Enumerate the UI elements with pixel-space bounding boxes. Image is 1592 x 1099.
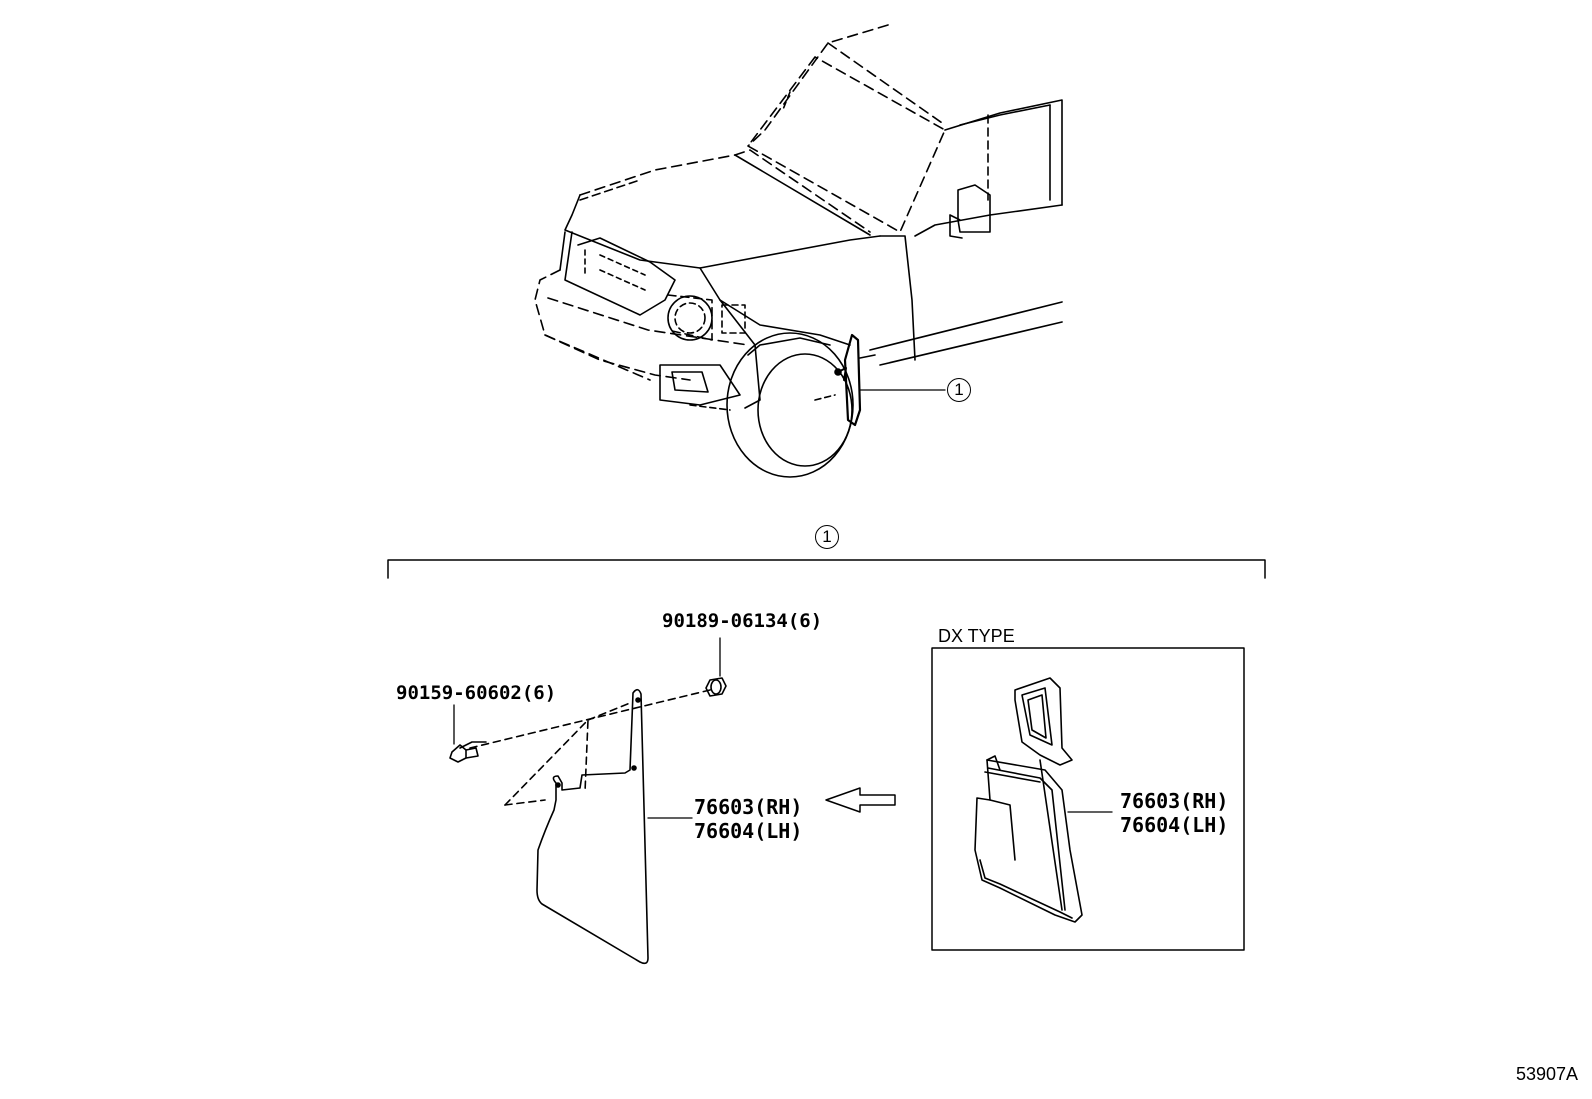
mudguard bbox=[536, 688, 649, 965]
vehicle-callout: 1 bbox=[947, 378, 971, 402]
mudguard-assembly bbox=[469, 688, 711, 965]
rocker-panel bbox=[869, 301, 1063, 351]
group-bracket bbox=[387, 559, 1266, 579]
side-mirror bbox=[957, 184, 991, 233]
vehicle-illustration bbox=[534, 24, 1063, 478]
direction-arrow bbox=[825, 787, 896, 813]
vehicle-roof bbox=[747, 24, 889, 147]
screw-part-number: 90159-60602(6) bbox=[396, 682, 557, 704]
headlight bbox=[667, 295, 713, 341]
dx-mudguard-lh-part-number: 76604(LH) bbox=[1120, 813, 1229, 837]
figure-code: 53907A bbox=[1515, 1064, 1578, 1084]
grille bbox=[564, 231, 671, 316]
dx-type-box bbox=[931, 647, 1245, 951]
mudguard-lh-part-number: 76604(LH) bbox=[694, 819, 803, 843]
mudguard-rh-part-number: 76603(RH) bbox=[694, 795, 803, 819]
screw-part bbox=[449, 704, 487, 763]
front-tire bbox=[726, 332, 854, 478]
dx-mudguard-illustration bbox=[974, 677, 1113, 923]
dx-type-label: DX TYPE bbox=[938, 626, 1015, 646]
group-callout: 1 bbox=[815, 525, 839, 549]
dx-mudguard-rh-part-number: 76603(RH) bbox=[1120, 789, 1229, 813]
nut-part bbox=[705, 637, 727, 697]
windshield bbox=[747, 56, 946, 233]
nut-part-number: 90189-06134(6) bbox=[662, 610, 823, 632]
vehicle-mudguard bbox=[843, 333, 862, 427]
